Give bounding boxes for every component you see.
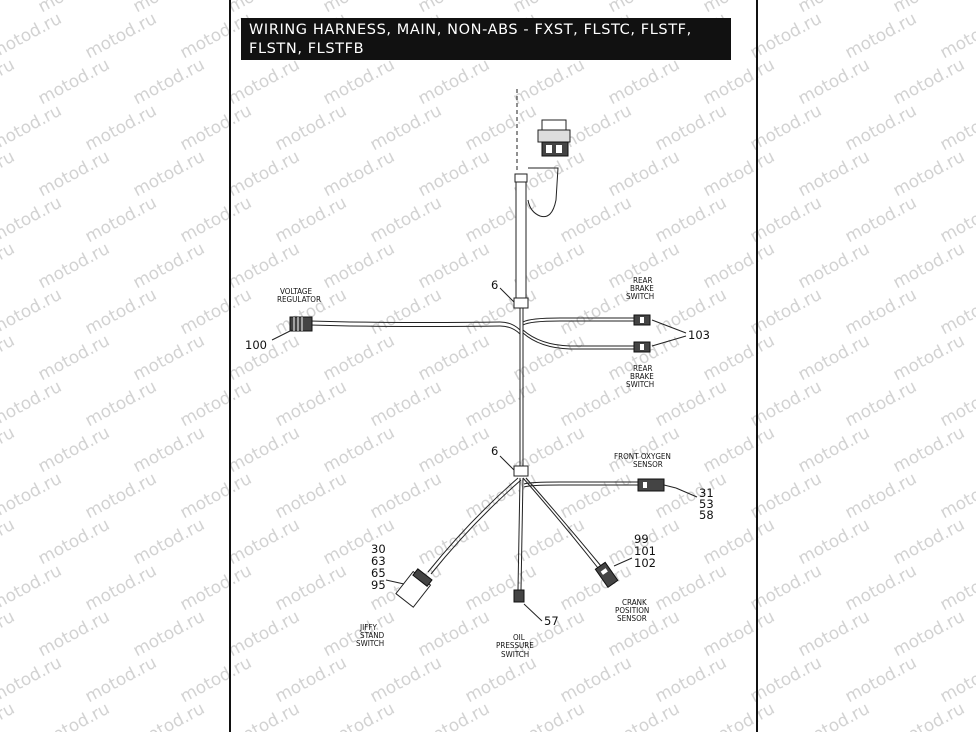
rear-brake-top-label: REAR xyxy=(633,276,652,285)
front-oxygen-callout-c: 58 xyxy=(699,508,714,522)
rear-brake-top-label-3: SWITCH xyxy=(626,292,654,301)
page-frame xyxy=(229,0,758,732)
rear-brake-bottom-label-3: SWITCH xyxy=(626,380,654,389)
diagram-title: WIRING HARNESS, MAIN, NON-ABS - FXST, FL… xyxy=(241,18,731,60)
crank-position-callout-c: 102 xyxy=(634,556,656,570)
front-oxygen-branch: FRONT OXYGEN SENSOR 31 53 58 xyxy=(523,452,714,522)
front-oxygen-label-2: SENSOR xyxy=(633,460,663,469)
clip-lower: 6 xyxy=(491,444,529,477)
front-oxygen-callout-a: 31 xyxy=(699,486,714,500)
rear-brake-branch: REAR BRAKE SWITCH REAR BRAKE SWITCH 103 xyxy=(522,276,710,389)
oil-pressure-label-3: SWITCH xyxy=(501,650,529,659)
crank-position-connector xyxy=(594,561,619,588)
jiffy-stand-callout-b: 63 xyxy=(371,554,386,568)
front-oxygen-callout-b: 53 xyxy=(699,497,714,511)
crank-position-label: CRANK xyxy=(622,598,647,607)
jiffy-stand-label-2: STAND xyxy=(360,631,385,640)
jiffy-stand-branch: 30 63 65 95 JIFFY STAND SWITCH xyxy=(356,477,522,648)
voltage-regulator-label-2: REGULATOR xyxy=(277,295,321,304)
crank-position-label-3: SENSOR xyxy=(617,614,647,623)
rear-brake-callout: 103 xyxy=(688,328,710,342)
rear-brake-top-label-2: BRAKE xyxy=(630,284,654,293)
oil-pressure-connector xyxy=(513,589,525,603)
oil-pressure-label-2: PRESSURE xyxy=(496,641,534,650)
oil-pressure-branch: 57 OIL PRESSURE SWITCH xyxy=(496,477,559,659)
rear-brake-bottom-label-2: BRAKE xyxy=(630,372,654,381)
front-oxygen-connector xyxy=(637,478,665,492)
voltage-regulator-connector xyxy=(289,316,313,332)
jiffy-stand-callout-c: 65 xyxy=(371,566,386,580)
oil-pressure-label: OIL xyxy=(513,633,525,642)
voltage-regulator-branch: VOLTAGE REGULATOR 100 xyxy=(245,287,521,352)
jiffy-stand-callout-d: 95 xyxy=(371,578,386,592)
jiffy-stand-connector xyxy=(412,568,433,587)
clip-upper-callout: 6 xyxy=(491,278,498,292)
oil-pressure-callout: 57 xyxy=(544,614,559,628)
clip-lower-callout: 6 xyxy=(491,444,498,458)
jiffy-stand-label: JIFFY xyxy=(359,623,378,632)
top-connector-assembly xyxy=(516,86,571,218)
jiffy-stand-label-3: SWITCH xyxy=(356,639,384,648)
voltage-regulator-callout: 100 xyxy=(245,338,267,352)
front-oxygen-label: FRONT OXYGEN xyxy=(614,452,671,461)
clip-upper: 6 xyxy=(491,278,529,309)
voltage-regulator-label: VOLTAGE xyxy=(280,287,312,296)
top-clip xyxy=(514,173,528,183)
crank-position-label-2: POSITION xyxy=(615,606,649,615)
main-trunk xyxy=(514,173,528,470)
crank-position-branch: 99 101 102 CRANK POSITION SENSOR xyxy=(522,477,656,623)
crank-position-callout-b: 101 xyxy=(634,544,656,558)
crank-position-callout-a: 99 xyxy=(634,532,649,546)
rear-brake-bottom-label: REAR xyxy=(633,364,652,373)
jiffy-stand-callout-a: 30 xyxy=(371,542,386,556)
